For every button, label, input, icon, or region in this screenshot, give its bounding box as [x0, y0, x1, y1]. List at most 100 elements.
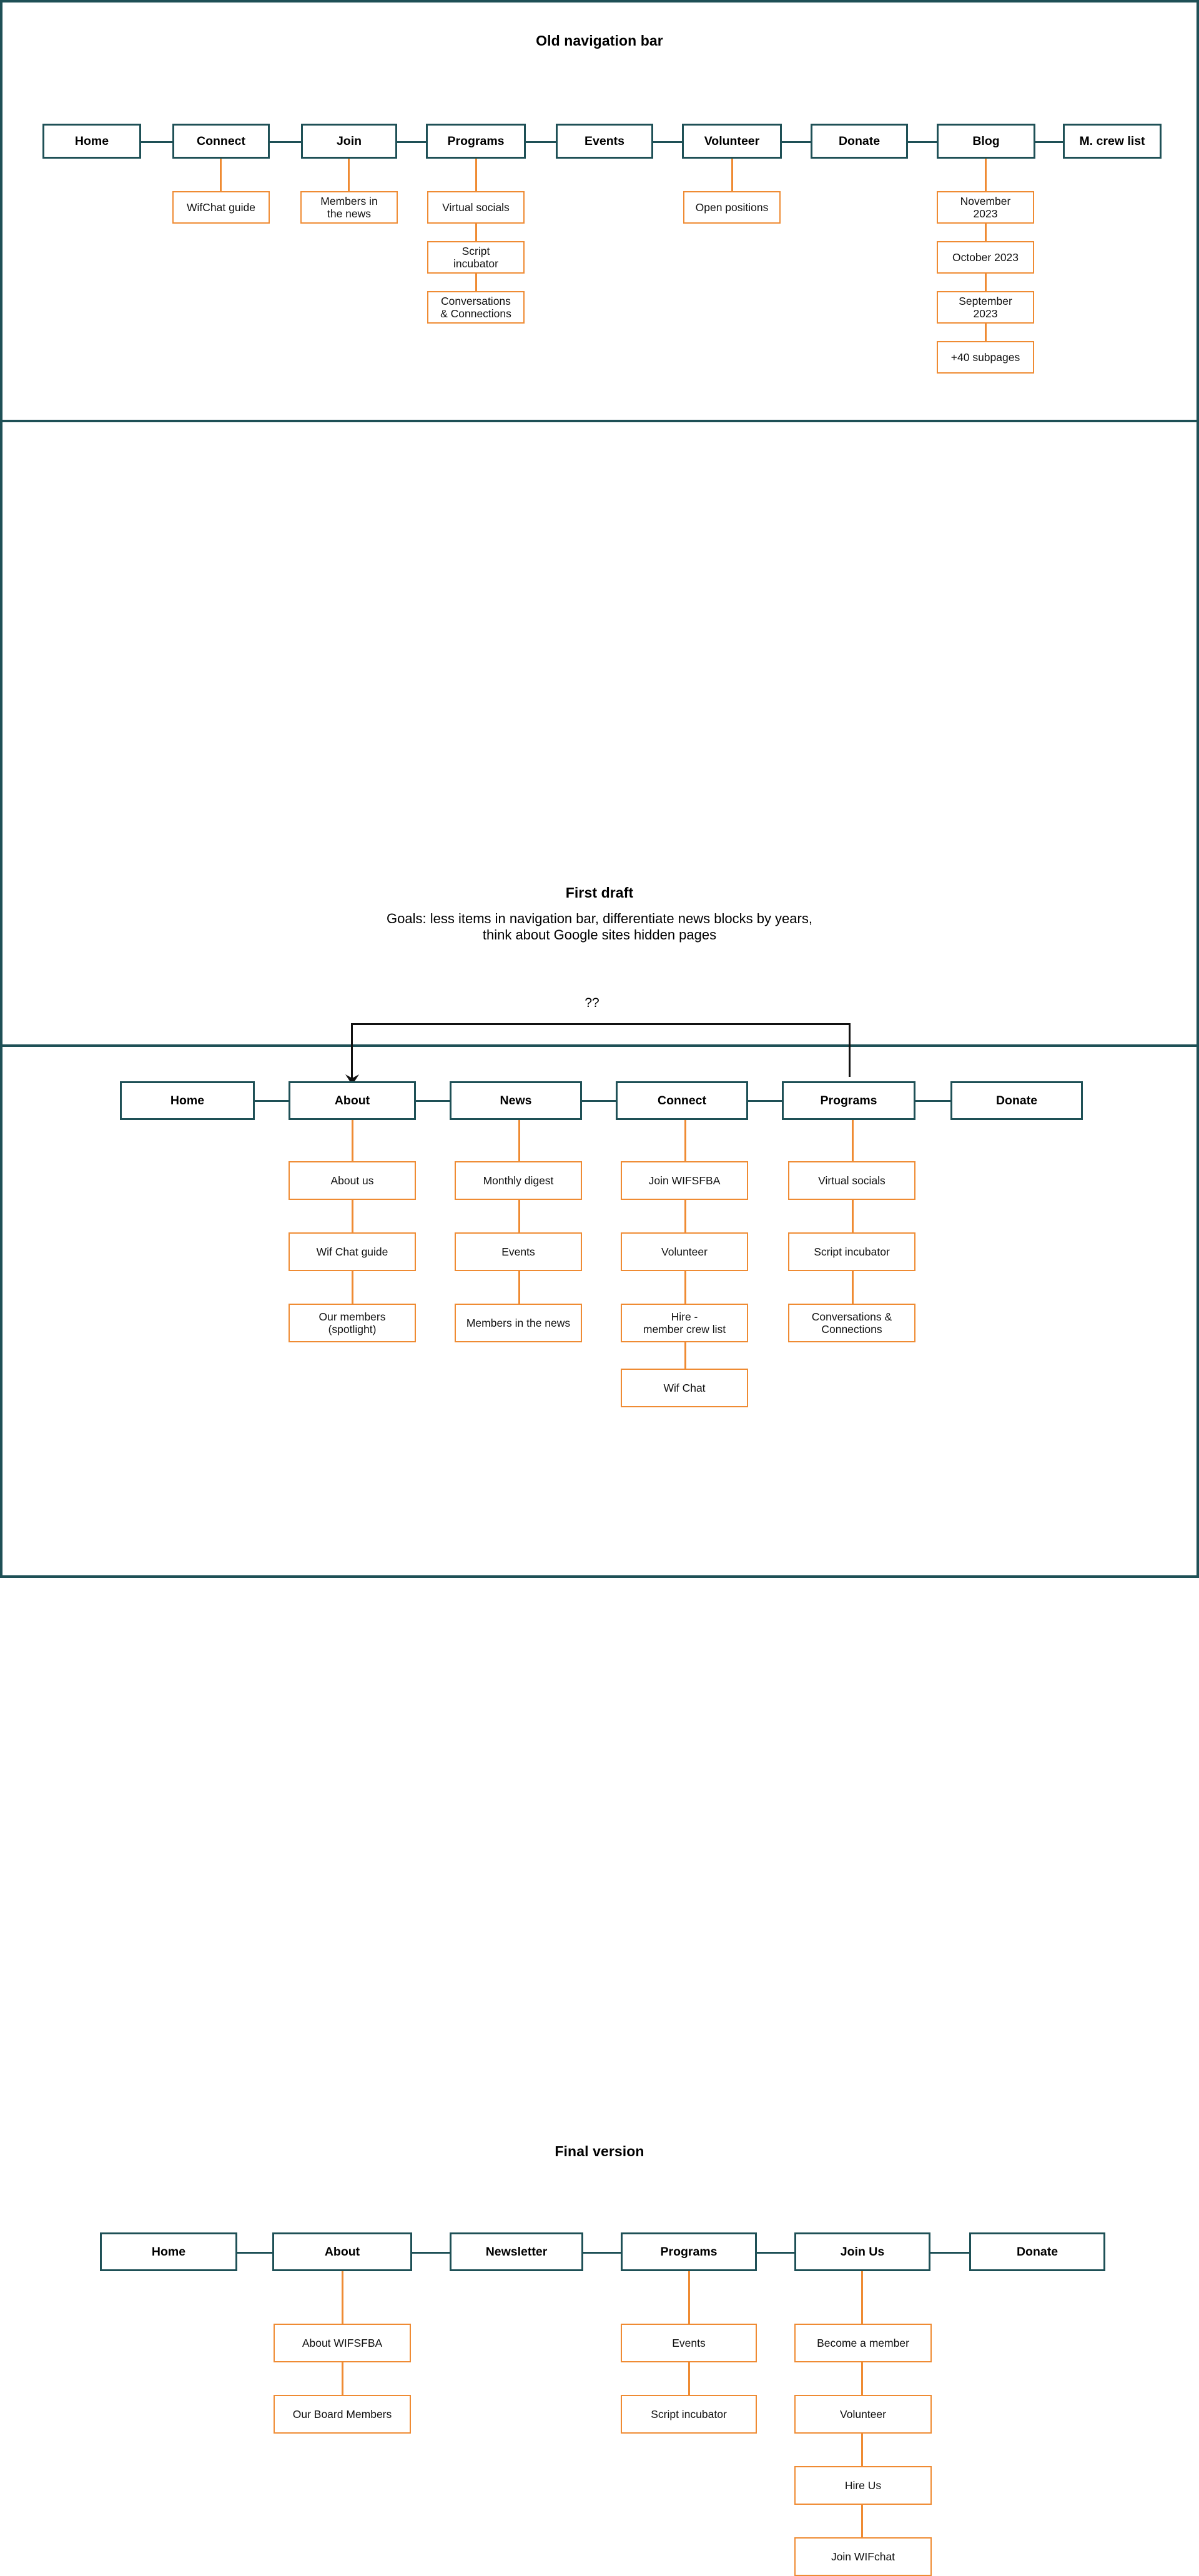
sub-label: About WIFSFBA: [302, 2336, 383, 2349]
nav-item-donate[interactable]: Donate: [811, 124, 908, 159]
nav-label: About: [334, 1093, 370, 1107]
sub-item-members-in-the-news[interactable]: Members in the news: [455, 1304, 582, 1342]
branch-connector: [475, 159, 477, 191]
nav-connector: [915, 1100, 950, 1102]
sub-label: Our Board Members: [292, 2407, 392, 2420]
branch-connector: [985, 274, 987, 291]
sub-item-october-2023[interactable]: October 2023: [937, 241, 1034, 274]
sub-item-hire-member-crew-list[interactable]: Hire -member crew list: [621, 1304, 748, 1342]
nav-item-home[interactable]: Home: [100, 2232, 237, 2271]
sub-label: Volunteer: [840, 2407, 886, 2420]
sub-item-our-board-members[interactable]: Our Board Members: [274, 2395, 411, 2434]
sub-item-wifchat-guide[interactable]: WifChat guide: [172, 191, 270, 224]
nav-label: Home: [170, 1093, 205, 1107]
sub-label: WifChat guide: [187, 201, 255, 214]
nav-label: Connect: [658, 1093, 706, 1107]
branch-connector: [684, 1120, 686, 1161]
sub-item-monthly-digest[interactable]: Monthly digest: [455, 1161, 582, 1200]
sub-label: +40 subpages: [950, 350, 1020, 364]
sub-label: Hire -member crew list: [643, 1310, 726, 1335]
sub-item-about-wifsfba[interactable]: About WIFSFBA: [274, 2324, 411, 2362]
nav-label: Home: [151, 2244, 186, 2259]
branch-connector: [861, 2434, 863, 2466]
nav-item-donate[interactable]: Donate: [950, 1081, 1083, 1120]
sub-item-conversations-connections[interactable]: Conversations &Connections: [788, 1304, 915, 1342]
nav-label: Programs: [447, 134, 505, 148]
branch-connector: [475, 274, 477, 291]
sub-label: Join WIFchat: [831, 2550, 896, 2563]
branch-connector: [861, 2362, 863, 2395]
sub-item-about-us[interactable]: About us: [289, 1161, 416, 1200]
sub-item-40-subpages[interactable]: +40 subpages: [937, 341, 1034, 374]
sub-item-our-members-spotlight[interactable]: Our members(spotlight): [289, 1304, 416, 1342]
nav-item-home[interactable]: Home: [42, 124, 141, 159]
sub-item-conversations-connections[interactable]: Conversations& Connections: [427, 291, 525, 324]
branch-connector: [518, 1200, 520, 1232]
sub-label: Virtual socials: [818, 1174, 886, 1187]
nav-item-join[interactable]: Join: [301, 124, 397, 159]
nav-connector: [782, 141, 811, 143]
nav-item-donate[interactable]: Donate: [969, 2232, 1105, 2271]
sub-item-join-wifsfba[interactable]: Join WIFSFBA: [621, 1161, 748, 1200]
branch-connector: [342, 2271, 343, 2324]
nav-item-about[interactable]: About: [289, 1081, 416, 1120]
sub-item-volunteer[interactable]: Volunteer: [621, 1232, 748, 1271]
nav-item-volunteer[interactable]: Volunteer: [682, 124, 782, 159]
nav-item-about[interactable]: About: [272, 2232, 412, 2271]
nav-item-programs[interactable]: Programs: [621, 2232, 757, 2271]
nav-item-home[interactable]: Home: [120, 1081, 255, 1120]
nav-label: Connect: [197, 134, 245, 148]
nav-item-connect[interactable]: Connect: [616, 1081, 748, 1120]
branch-connector: [352, 1200, 353, 1232]
nav-item-blog[interactable]: Blog: [937, 124, 1035, 159]
nav-label: Donate: [995, 1093, 1038, 1107]
nav-item-events[interactable]: Events: [556, 124, 653, 159]
sub-item-volunteer[interactable]: Volunteer: [794, 2395, 932, 2434]
nav-item-m-crew-list[interactable]: M. crew list: [1063, 124, 1162, 159]
sub-item-virtual-socials[interactable]: Virtual socials: [788, 1161, 915, 1200]
nav-item-connect[interactable]: Connect: [172, 124, 270, 159]
nav-item-join-us[interactable]: Join Us: [794, 2232, 930, 2271]
section-title-first-draft: First draft: [565, 884, 634, 901]
sub-item-become-a-member[interactable]: Become a member: [794, 2324, 932, 2362]
nav-label: News: [500, 1093, 532, 1107]
nav-connector: [416, 1100, 450, 1102]
sub-item-wif-chat-guide[interactable]: Wif Chat guide: [289, 1232, 416, 1271]
branch-connector: [348, 159, 350, 191]
branch-connector: [688, 2271, 690, 2324]
sub-label: Events: [501, 1245, 535, 1258]
sub-item-virtual-socials[interactable]: Virtual socials: [427, 191, 525, 224]
nav-connector: [583, 2252, 621, 2254]
branch-connector: [518, 1271, 520, 1304]
sub-item-open-positions[interactable]: Open positions: [683, 191, 781, 224]
sub-item-events[interactable]: Events: [621, 2324, 757, 2362]
sub-item-script-incubator[interactable]: Script incubator: [788, 1232, 915, 1271]
nav-label: About: [324, 2244, 360, 2259]
nav-connector: [412, 2252, 450, 2254]
nav-label: Donate: [1016, 2244, 1058, 2259]
branch-connector: [985, 224, 987, 241]
nav-label: Volunteer: [704, 134, 760, 148]
sub-item-hire-us[interactable]: Hire Us: [794, 2466, 932, 2505]
sub-label: Wif Chat: [663, 1381, 706, 1394]
sub-label: Open positions: [695, 201, 769, 214]
nav-item-programs[interactable]: Programs: [426, 124, 526, 159]
branch-connector: [861, 2271, 863, 2324]
nav-item-programs[interactable]: Programs: [782, 1081, 915, 1120]
sub-item-events[interactable]: Events: [455, 1232, 582, 1271]
sub-item-script-incubator[interactable]: Script incubator: [621, 2395, 757, 2434]
nav-item-newsletter[interactable]: Newsletter: [450, 2232, 583, 2271]
nav-connector: [930, 2252, 969, 2254]
branch-connector: [684, 1200, 686, 1232]
sub-label: Conversations& Connections: [440, 294, 511, 320]
sub-item-join-wifchat[interactable]: Join WIFchat: [794, 2537, 932, 2576]
nav-connector: [237, 2252, 272, 2254]
nav-item-news[interactable]: News: [450, 1081, 582, 1120]
sub-item-wif-chat[interactable]: Wif Chat: [621, 1369, 748, 1407]
